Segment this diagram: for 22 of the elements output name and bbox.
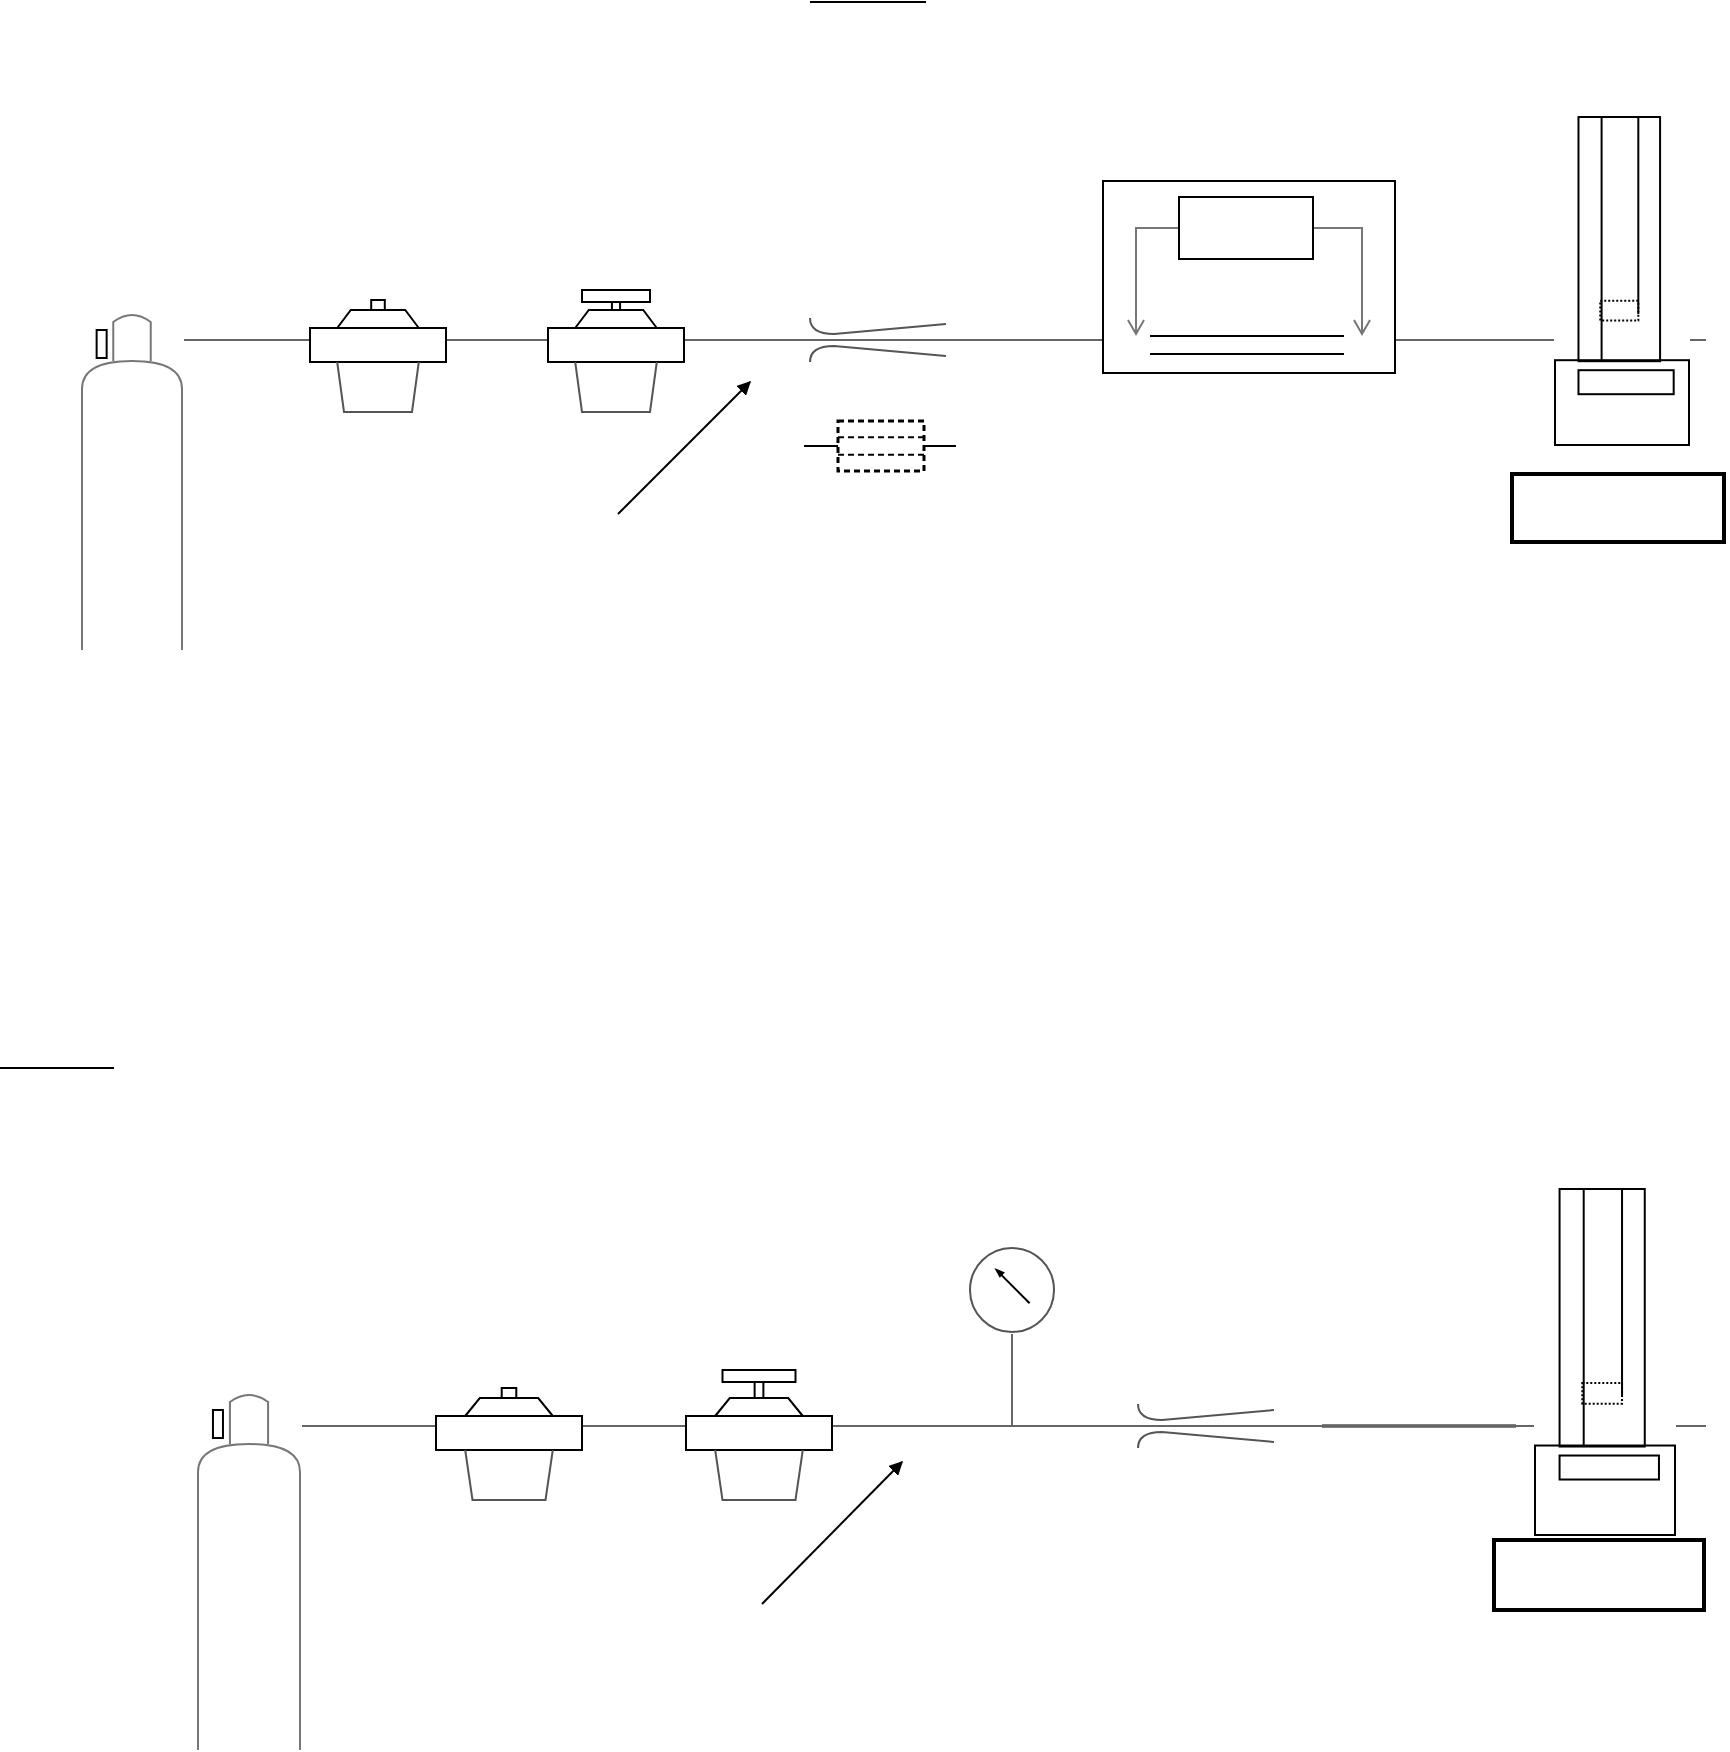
detector-drawing <box>1534 1188 1676 1536</box>
gas-cylinder <box>196 1390 302 1750</box>
pipe-line <box>1675 1425 1707 1427</box>
pipe-line <box>301 1425 437 1427</box>
stand-box <box>1492 1538 1706 1612</box>
pipe-line <box>445 339 549 341</box>
detector-drawing <box>1554 116 1690 446</box>
stand-box <box>1510 472 1726 544</box>
control-box <box>1178 196 1314 260</box>
pipe-line <box>1395 339 1555 341</box>
gas-cylinder <box>80 310 184 650</box>
filter <box>804 420 956 472</box>
oven-box <box>1102 180 1396 374</box>
pipe-line <box>581 1425 687 1427</box>
pipe-line <box>1011 1333 1535 1427</box>
pressure-gauge <box>968 1246 1056 1334</box>
pressure-regulator <box>436 1390 582 1500</box>
pipe-line <box>1689 339 1707 341</box>
needle-valve <box>686 1370 832 1500</box>
pipe-line <box>183 339 311 341</box>
needle-valve <box>548 290 684 412</box>
pipe-line <box>683 339 1103 341</box>
